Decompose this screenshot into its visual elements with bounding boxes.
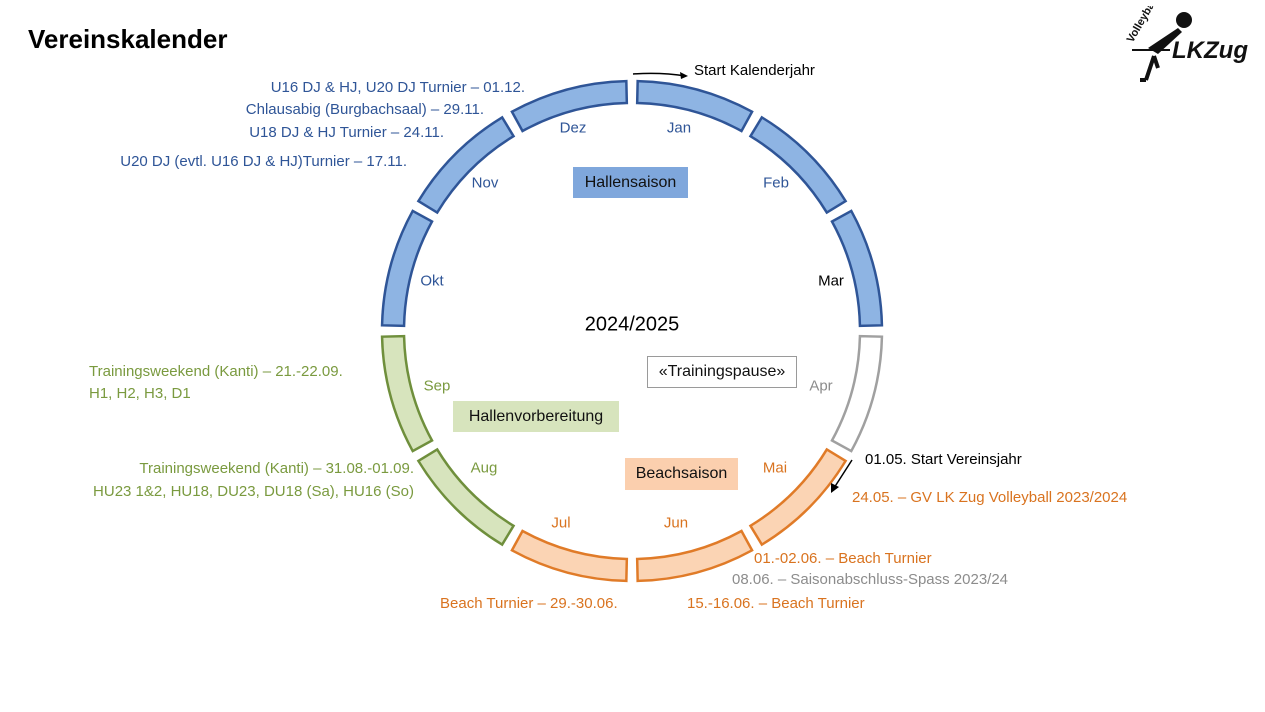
month-label-dez: Dez	[559, 119, 587, 137]
month-segment-jun	[635, 529, 754, 583]
season-label: 2024/2025	[584, 313, 680, 336]
lkzug-logo: Volleyball LKZug	[1125, 6, 1248, 82]
month-segment-jul	[510, 529, 629, 583]
month-label-mar: Mar	[818, 272, 844, 290]
month-segment-okt	[380, 209, 434, 328]
month-label-feb: Feb	[763, 174, 789, 192]
month-label-jun: Jun	[663, 514, 689, 532]
event-nov-24: U18 DJ & HJ Turnier – 24.11.	[249, 124, 444, 141]
month-label-sep: Sep	[423, 377, 451, 395]
event-sep-line1: Trainingsweekend (Kanti) – 21.-22.09.	[89, 363, 343, 380]
event-jun-29: Beach Turnier – 29.-30.06.	[440, 595, 618, 612]
event-sep-line2: H1, H2, H3, D1	[89, 385, 191, 402]
month-label-jan: Jan	[666, 119, 692, 137]
month-segment-feb	[748, 115, 848, 215]
event-aug-line1: Trainingsweekend (Kanti) – 31.08.-01.09.	[139, 460, 414, 477]
start-calendar-arrow	[632, 72, 687, 77]
month-label-nov: Nov	[471, 174, 499, 192]
start-club-arrowhead	[831, 483, 839, 493]
month-label-aug: Aug	[470, 459, 498, 477]
month-label-jul: Jul	[551, 514, 571, 532]
phase-beachsaison: Beachsaison	[625, 458, 738, 490]
month-segment-dez	[510, 79, 629, 133]
month-segment-aug	[416, 447, 516, 547]
page-title: Vereinskalender	[28, 24, 228, 54]
start-club-arrow	[833, 459, 853, 489]
month-label-apr: Apr	[809, 377, 833, 395]
phase-trainingspause: «Trainingspause»	[647, 356, 797, 388]
start-club-label: 01.05. Start Vereinsjahr	[865, 451, 1022, 468]
month-segment-jan	[635, 79, 754, 133]
phase-hallensaison: Hallensaison	[573, 167, 688, 198]
month-segment-nov	[416, 115, 516, 215]
event-dec-01: U16 DJ & HJ, U20 DJ Turnier – 01.12.	[270, 79, 525, 96]
month-segment-mar	[830, 209, 884, 328]
event-nov-29: Chlausabig (Burgbachsaal) – 29.11.	[245, 101, 484, 118]
event-aug-line2: HU23 1&2, HU18, DU23, DU18 (Sa), HU16 (S…	[93, 483, 414, 500]
month-segment-sep	[380, 334, 434, 453]
logo-text: LKZug	[1172, 37, 1248, 64]
month-segment-mai	[748, 447, 848, 547]
event-nov-17: U20 DJ (evtl. U16 DJ & HJ)Turnier – 17.1…	[120, 153, 407, 170]
month-label-mai: Mai	[762, 459, 788, 477]
month-label-okt: Okt	[420, 272, 444, 290]
event-jun-01: 01.-02.06. – Beach Turnier	[754, 550, 932, 567]
event-jun-08: 08.06. – Saisonabschluss-Spass 2023/24	[732, 571, 1009, 588]
start-calendar-label: Start Kalenderjahr	[694, 62, 815, 79]
event-jun-15: 15.-16.06. – Beach Turnier	[687, 595, 865, 612]
event-may-24: 24.05. – GV LK Zug Volleyball 2023/2024	[852, 489, 1128, 506]
start-calendar-arrowhead	[680, 72, 688, 79]
phase-hallenvorbereitung: Hallenvorbereitung	[453, 401, 619, 432]
month-segment-apr	[830, 334, 884, 453]
